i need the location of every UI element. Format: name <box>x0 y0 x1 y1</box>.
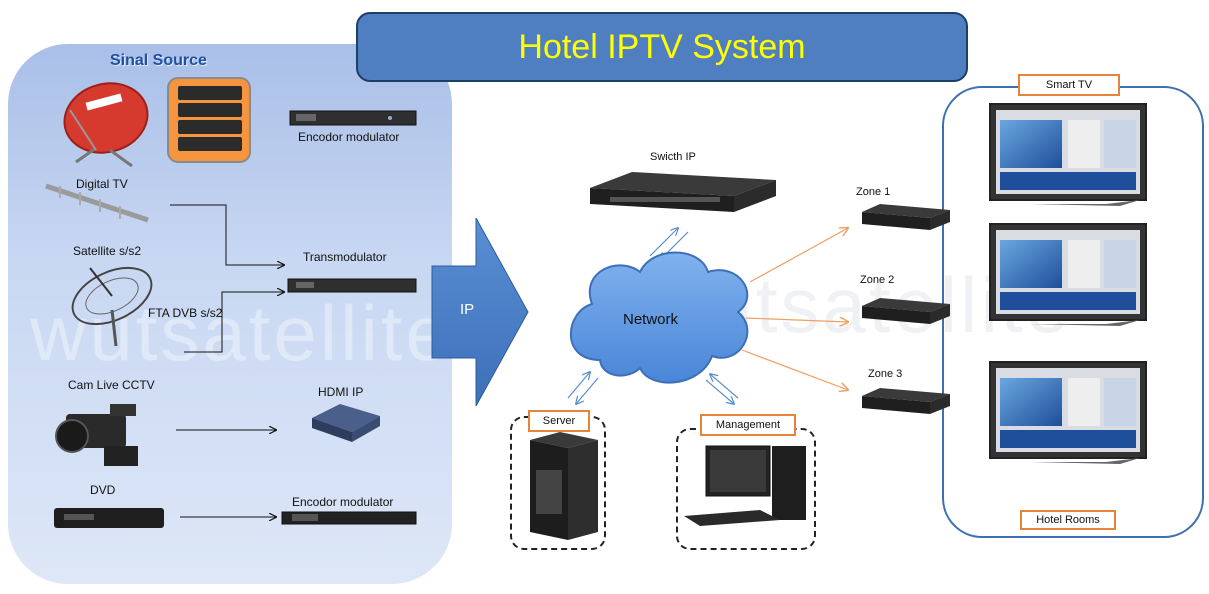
management-pc-icon <box>684 445 806 526</box>
label-network: Network <box>623 311 679 328</box>
digital-tv-antenna-icon <box>45 183 149 223</box>
label-ip: IP <box>460 301 475 318</box>
hdmi-ip-device-icon <box>312 404 380 442</box>
label-encoder-2: Encodor modulator <box>292 495 394 509</box>
zone-3-switch-icon <box>862 388 950 414</box>
cctv-camera-icon <box>55 404 138 466</box>
label-transmodulator: Transmodulator <box>303 250 387 264</box>
label-switch-ip: Swicth IP <box>650 151 696 163</box>
dvd-player-icon <box>54 508 164 528</box>
receiver-stack-icon <box>167 77 251 163</box>
label-management: Management <box>700 414 796 436</box>
label-zone-2: Zone 2 <box>860 274 895 286</box>
smart-tv-1-icon <box>989 103 1147 206</box>
ip-big-arrow <box>431 217 529 407</box>
label-encoder-1: Encodor modulator <box>298 130 400 144</box>
label-satellite: Satellite s/s2 <box>73 244 142 258</box>
label-smart-tv: Smart TV <box>1018 74 1120 96</box>
zone-link-arrows <box>741 228 848 390</box>
label-hotel-rooms: Hotel Rooms <box>1020 510 1116 530</box>
label-fta: FTA DVB s/s2 <box>148 306 223 320</box>
server-tower-icon <box>530 432 598 540</box>
transmodulator-icon <box>287 278 417 293</box>
server-container <box>510 416 606 550</box>
smart-tv-3-icon <box>989 361 1147 464</box>
zone-1-switch-icon <box>862 204 950 230</box>
label-dvd: DVD <box>90 483 116 497</box>
smart-tv-2-icon <box>989 223 1147 326</box>
label-server: Server <box>528 410 590 432</box>
page-title: Hotel IPTV System <box>518 27 806 66</box>
label-zone-3: Zone 3 <box>868 368 903 380</box>
label-cctv: Cam Live CCTV <box>68 378 155 392</box>
encoder-modulator-1-icon <box>289 110 417 126</box>
signal-source-title: Sinal Source <box>110 52 207 69</box>
switch-ip-icon <box>590 172 776 212</box>
encoder-modulator-2-icon <box>281 511 417 525</box>
label-hdmi-ip: HDMI IP <box>318 385 364 399</box>
label-digital-tv: Digital TV <box>76 177 128 191</box>
watermark-left: wutsatellite <box>30 289 452 377</box>
satellite-dish-red-icon <box>63 82 149 168</box>
satellite-dish-mesh-icon <box>71 266 153 347</box>
zone-2-switch-icon <box>862 298 950 324</box>
label-zone-1: Zone 1 <box>856 186 891 198</box>
title-banner: Hotel IPTV System <box>356 12 968 82</box>
management-container <box>676 428 816 550</box>
source-connection-lines <box>170 204 284 517</box>
network-cloud-icon <box>569 251 749 384</box>
